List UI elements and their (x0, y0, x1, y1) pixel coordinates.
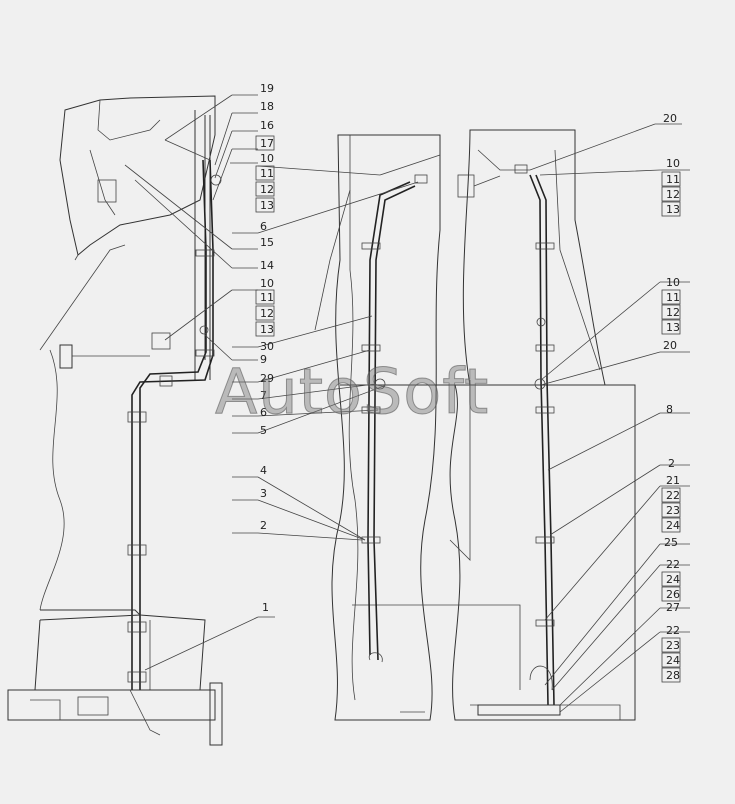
callout-5: 5 (260, 424, 267, 437)
callout-22c: 22 (666, 624, 680, 637)
callout-24b: 24 (666, 573, 680, 586)
callout-12e: 12 (666, 306, 680, 319)
callout-22b: 22 (666, 558, 680, 571)
callout-7: 7 (260, 389, 267, 402)
callout-28: 28 (666, 669, 680, 682)
callout-labels: 19 18 16 17 10 11 12 13 6 15 14 10 11 12… (255, 82, 681, 683)
callout-25: 25 (664, 536, 678, 549)
callout-29: 29 (260, 372, 274, 385)
callout-20b: 20 (663, 339, 677, 352)
callout-6a: 6 (260, 220, 267, 233)
callout-14: 14 (260, 259, 274, 272)
callout-10e: 10 (666, 276, 680, 289)
callout-20a: 20 (663, 112, 677, 125)
callout-13d: 13 (666, 203, 680, 216)
callout-22a: 22 (666, 489, 680, 502)
callout-17: 17 (260, 137, 274, 150)
callout-26: 26 (666, 588, 680, 601)
left-view (7, 95, 223, 746)
callout-11a: 11 (260, 167, 274, 180)
callout-11d: 11 (666, 173, 680, 186)
callout-2b: 2 (668, 457, 675, 470)
callout-30: 30 (260, 340, 274, 353)
callout-18: 18 (260, 100, 274, 113)
callout-11e: 11 (666, 291, 680, 304)
callout-12c: 12 (260, 307, 274, 320)
callout-2a: 2 (260, 519, 267, 532)
callout-4: 4 (260, 464, 267, 477)
callout-24a: 24 (666, 519, 680, 532)
callout-12d: 12 (666, 188, 680, 201)
callout-13c: 13 (260, 323, 274, 336)
callout-23c: 23 (666, 639, 680, 652)
callout-23a: 23 (666, 504, 680, 517)
callout-3: 3 (260, 487, 267, 500)
callout-10d: 10 (666, 157, 680, 170)
callout-15: 15 (260, 236, 274, 249)
callout-27: 27 (666, 601, 680, 614)
callout-16: 16 (260, 119, 274, 132)
callout-21: 21 (666, 474, 680, 487)
callout-13a: 13 (260, 199, 274, 212)
callout-6b: 6 (260, 406, 267, 419)
callout-9: 9 (260, 353, 267, 366)
callout-11c: 11 (260, 291, 274, 304)
callout-10a: 10 (260, 152, 274, 165)
callout-8: 8 (666, 403, 673, 416)
callout-1: 1 (262, 601, 269, 614)
callout-19: 19 (260, 82, 274, 95)
leader-lines (124, 94, 690, 713)
callout-24c: 24 (666, 654, 680, 667)
right-view (314, 129, 636, 721)
callout-12a: 12 (260, 183, 274, 196)
callout-13e: 13 (666, 321, 680, 334)
callout-10c: 10 (260, 277, 274, 290)
